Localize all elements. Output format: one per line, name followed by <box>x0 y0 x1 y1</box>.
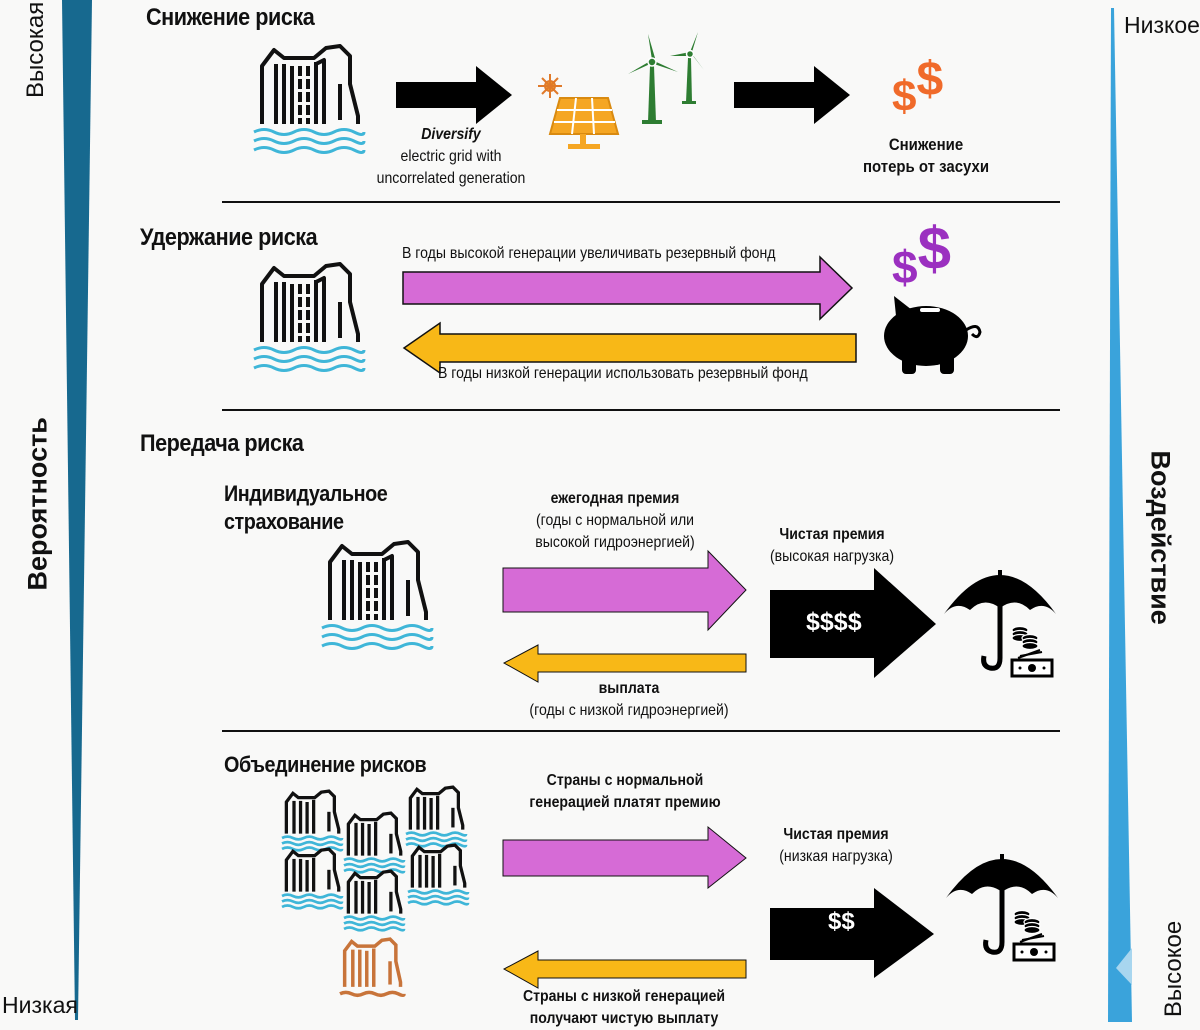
individual-premium-arrow <box>502 549 747 632</box>
insurance-umbrella-icon <box>944 570 1056 678</box>
pooling-net-premium-label: Чистая премия (низкая нагрузка) <box>779 826 893 865</box>
hydro-dam-icon <box>253 262 366 372</box>
wind-turbines-icon <box>628 32 704 124</box>
individual-net-premium-arrow <box>770 568 936 678</box>
probability-axis-title: Вероятность <box>22 417 53 591</box>
individual-premium-label: ежегодная премия (годы с нормальной или … <box>535 490 695 551</box>
retention-withdraw-text: В годы низкой генерации использовать рез… <box>438 365 808 382</box>
reduced-loss-dollar-icon: $$ <box>892 53 944 121</box>
pooling-premium-label: Страны с нормальной генерацией платят пр… <box>529 772 721 811</box>
section-divider <box>222 409 1060 411</box>
individual-payout-label: выплата (годы с низкой гидроэнергией) <box>529 680 729 719</box>
probability-low-label: Низкая <box>2 992 78 1018</box>
probability-high-label: Высокая <box>22 1 49 98</box>
solar-panel-icon <box>538 74 620 149</box>
pooling-premium-arrow <box>502 825 747 890</box>
reduction-result-arrow <box>734 66 850 124</box>
reduced-loss-caption: Снижение потерь от засухи <box>862 135 990 176</box>
pooling-net-premium-amount: $$ <box>828 908 855 935</box>
pooling-payout-label: Страны с низкой генерацией получают чист… <box>522 988 726 1027</box>
hydro-dam-icon <box>253 44 366 154</box>
hydro-dam-icon <box>281 847 344 910</box>
pooling-net-premium-arrow <box>770 888 934 978</box>
dry-hydro-dam-icon <box>339 937 406 998</box>
retention-deposit-text: В годы высокой генерации увеличивать рез… <box>402 245 776 262</box>
probability-axis-bar <box>62 0 92 1020</box>
impact-low-label: Низкое <box>1124 12 1200 38</box>
reserve-dollar-icon: $$ <box>892 215 951 293</box>
insurance-umbrella-icon <box>946 854 1058 962</box>
individual-payout-arrow <box>502 644 747 683</box>
hydro-dam-icon <box>405 785 468 848</box>
risk-transfer-title: Передача риска <box>140 430 304 457</box>
individual-net-premium-label: Чистая премия (высокая нагрузка) <box>769 526 895 565</box>
impact-axis-title: Воздействие <box>1145 450 1176 625</box>
section-divider <box>222 730 1060 732</box>
hydro-dam-icon <box>407 843 470 906</box>
individual-insurance-title: Индивидуальное страхование <box>224 481 388 534</box>
hydro-dam-icon <box>343 811 406 874</box>
risk-pooling-title: Объединение рисков <box>224 752 427 777</box>
diversify-caption: Diversify electric grid with uncorrelate… <box>376 126 526 187</box>
piggy-bank-icon <box>884 296 982 374</box>
risk-retention-title: Удержание риска <box>140 224 318 251</box>
diversify-arrow <box>396 66 512 124</box>
hydro-dam-icon <box>281 789 344 852</box>
risk-reduction-title: Снижение риска <box>146 4 315 31</box>
pooling-payout-arrow <box>502 950 747 989</box>
section-divider <box>222 201 1060 203</box>
impact-high-label: Высокое <box>1160 920 1187 1018</box>
withdraw-arrow <box>402 321 857 375</box>
pooled-dams-group <box>281 785 472 1030</box>
hydro-dam-icon <box>343 869 406 932</box>
individual-net-premium-amount: $$$$ <box>806 608 862 636</box>
deposit-arrow <box>402 255 854 321</box>
hydro-dam-icon <box>321 540 434 650</box>
impact-axis-bar <box>1108 8 1132 1022</box>
